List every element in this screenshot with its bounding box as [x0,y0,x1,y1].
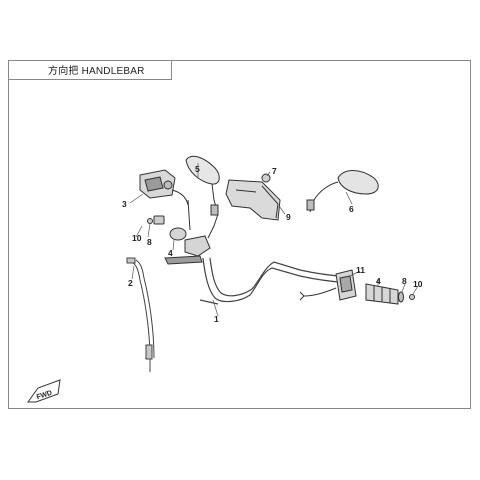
leader-lines [129,163,419,317]
callout-9: 9 [286,212,291,222]
right-mirror [306,170,379,213]
left-small-parts [147,215,165,225]
left-mirror [185,155,220,239]
handguard [225,173,281,221]
callout-2: 2 [128,278,133,288]
callout-10-left: 10 [132,233,142,243]
callout-10-right: 10 [413,279,423,289]
callout-11: 11 [356,265,365,275]
fwd-arrow-icon [27,379,61,403]
left-switch-assembly [139,169,189,206]
callout-6: 6 [349,204,354,214]
title-tab: 方向把 HANDLEBAR [8,60,172,80]
callouts: 1 2 3 4 4 5 6 7 8 8 9 10 10 11 [122,164,423,324]
diagram-frame [8,60,471,409]
callout-5: 5 [195,164,200,174]
callout-4-left: 4 [168,248,173,258]
callout-8-right: 8 [402,276,407,286]
left-lever-assembly [164,199,211,265]
callout-3: 3 [122,199,127,209]
throttle-cable [126,257,155,372]
callout-8-left: 8 [147,237,152,247]
callout-4-right: 4 [376,276,381,286]
callout-7: 7 [272,166,277,176]
diagram-title: 方向把 HANDLEBAR [48,66,145,77]
fwd-badge: FWD [27,379,61,403]
callout-1: 1 [214,314,219,324]
handlebar-tube [199,257,351,305]
right-controls [299,269,415,305]
fwd-label: FWD [36,390,53,402]
